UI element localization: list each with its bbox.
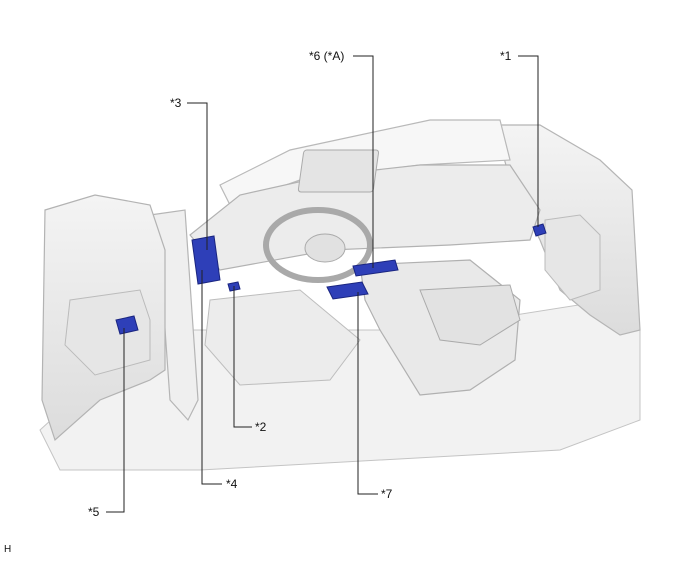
left-door-armrest	[64, 289, 151, 376]
leader-6	[353, 55, 374, 268]
footwell	[204, 289, 361, 386]
callout-4-label: *4	[226, 477, 238, 491]
steering-wheel	[263, 207, 373, 283]
leader-2	[233, 286, 252, 428]
leader-4	[201, 270, 222, 485]
callout-5-label: *5	[88, 505, 100, 519]
callout-1-label: *1	[500, 49, 512, 63]
console-rear	[419, 284, 521, 346]
leader-5	[106, 328, 125, 513]
leader-3	[187, 102, 208, 250]
component-5	[115, 315, 139, 335]
callout-3-label: *3	[170, 96, 182, 110]
callout-6-label: *6 (*A)	[309, 49, 345, 63]
component-1	[532, 223, 547, 237]
right-door-handle	[544, 214, 601, 301]
callout-7-label: *7	[381, 487, 393, 501]
callout-2-label: *2	[255, 420, 267, 434]
leader-7	[357, 292, 378, 495]
steering-hub	[304, 233, 346, 263]
component-7	[326, 281, 369, 300]
component-6	[352, 259, 399, 277]
leader-1	[518, 55, 539, 227]
figure-code: H	[4, 544, 12, 555]
center-display	[297, 149, 380, 193]
